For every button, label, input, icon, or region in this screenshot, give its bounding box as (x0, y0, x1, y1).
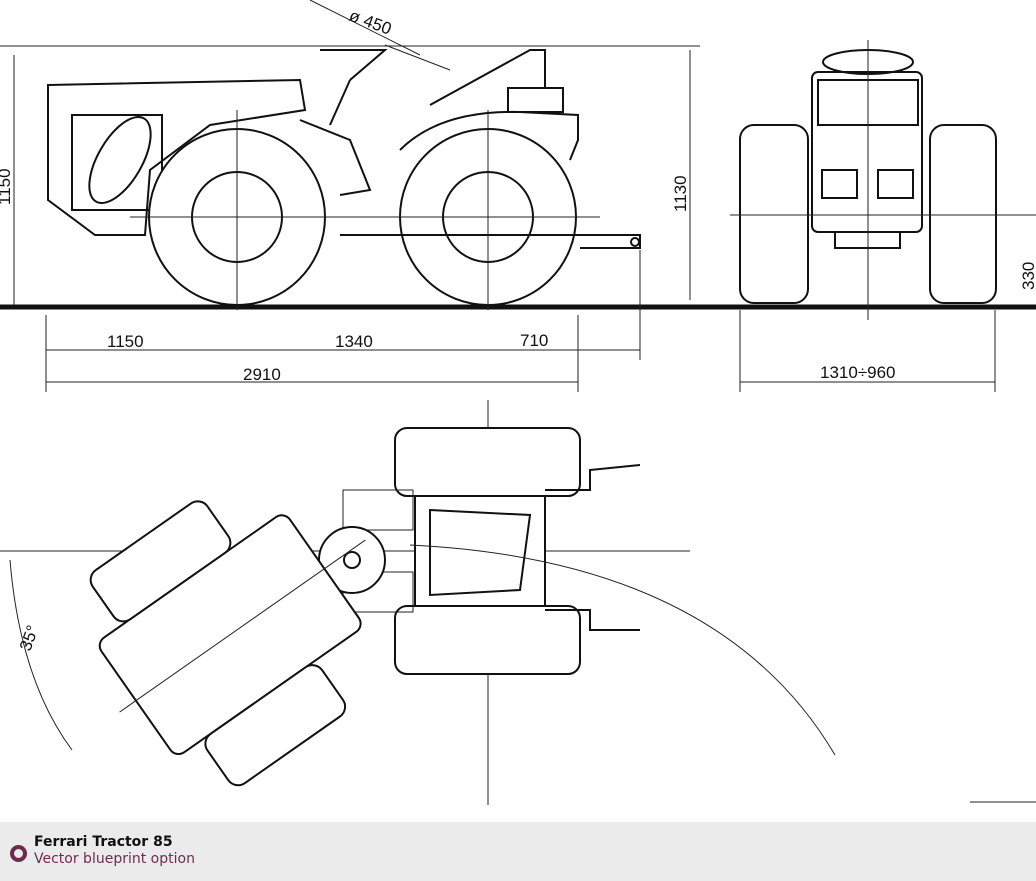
circle-icon (10, 845, 27, 862)
caption-subtitle[interactable]: Vector blueprint option (34, 851, 195, 867)
dim-rear-overhang: 710 (520, 331, 548, 350)
caption-bar (0, 822, 1036, 881)
front-view: 1310÷960 330 (730, 40, 1036, 392)
tractor-blueprint: 1150 1130 ø 450 1150 1340 710 2910 1310÷… (0, 0, 1036, 805)
dim-height-total: 1130 (671, 175, 690, 212)
dim-front-overhang: 1150 (107, 332, 144, 351)
dim-wheelbase: 1340 (335, 332, 373, 351)
dim-height-right-partial: 330 (1019, 262, 1036, 290)
dim-total-length: 2910 (243, 365, 281, 384)
dim-track-width: 1310÷960 (820, 363, 896, 382)
dim-steering-wheel: ø 450 (347, 6, 394, 39)
top-view: 35° (0, 400, 1036, 805)
dim-height-left: 1150 (0, 168, 14, 205)
caption-title: Ferrari Tractor 85 (34, 834, 173, 850)
side-view: 1150 1130 ø 450 1150 1340 710 2910 (0, 0, 700, 392)
